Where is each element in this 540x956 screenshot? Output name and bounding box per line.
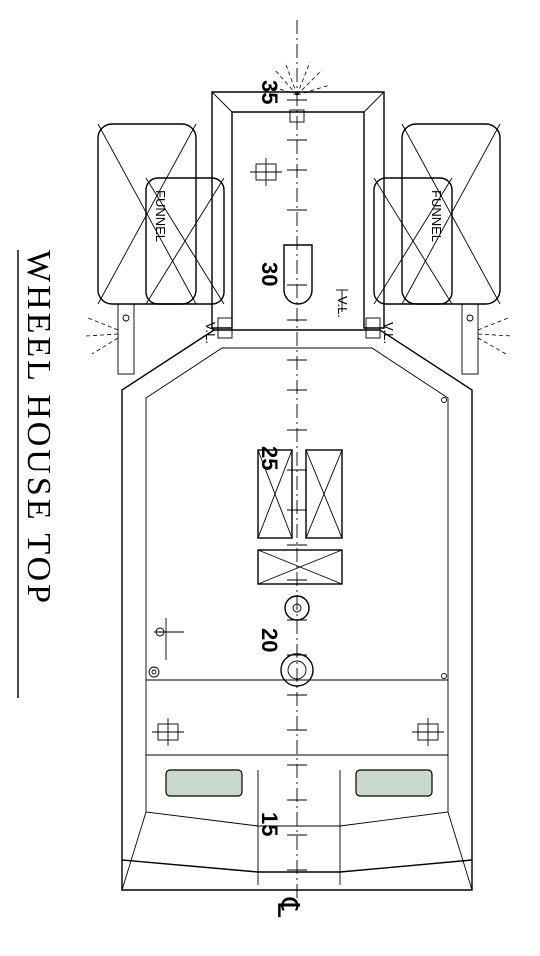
funnel-starboard: FUNNEL: [373, 123, 501, 305]
masthead-light-icon: [267, 61, 331, 123]
equipment-box-starboard: [305, 449, 343, 539]
funnel-starboard-label: FUNNEL: [429, 190, 444, 242]
drain-starboard-aft: [441, 673, 447, 679]
vl-marker-starboard: V.L.: [365, 317, 396, 344]
funnel-port-label: FUNNEL: [153, 190, 168, 242]
frame-number-25: 25: [257, 446, 282, 470]
frame-number-20: 20: [257, 628, 282, 652]
drain-port: [148, 666, 160, 678]
drawing-title: WHEEL HOUSE TOP: [20, 250, 57, 606]
drain-starboard-fwd: [441, 397, 447, 403]
side-light-starboard-icon: [461, 303, 513, 375]
vl-marker-center: V.L.: [335, 289, 350, 318]
title-group: WHEEL HOUSE TOP: [17, 250, 57, 698]
round-fitting-upper: [284, 595, 310, 621]
deckhouse-outline: [121, 329, 473, 891]
equipment-box-center: [257, 549, 343, 585]
funnel-port: FUNNEL: [97, 123, 225, 305]
vl-label-starboard: V.L.: [381, 322, 396, 344]
fitting-top: [250, 158, 282, 186]
fitting-starboard-aft: [412, 718, 444, 746]
front-window-port: [165, 769, 243, 797]
frame-number-30: 30: [257, 262, 282, 286]
equipment-box-port: [257, 449, 293, 539]
round-fitting-lower: [280, 653, 314, 687]
mast-housing: [211, 91, 385, 329]
drain-port-inner: [151, 669, 157, 675]
frame-number-35: 35: [257, 80, 282, 104]
vl-label-port: V.L.: [203, 322, 218, 344]
front-window-starboard: [355, 769, 433, 797]
vl-marker-port: V.L.: [203, 317, 233, 344]
antenna-marker: [154, 618, 184, 660]
vl-label-center: V.L.: [335, 296, 350, 318]
fitting-port-aft: [152, 718, 184, 746]
mast-base: [283, 244, 313, 305]
side-light-port-icon: [85, 303, 135, 375]
centerline-symbol: ℄: [271, 897, 304, 918]
frame-number-15: 15: [257, 812, 282, 836]
